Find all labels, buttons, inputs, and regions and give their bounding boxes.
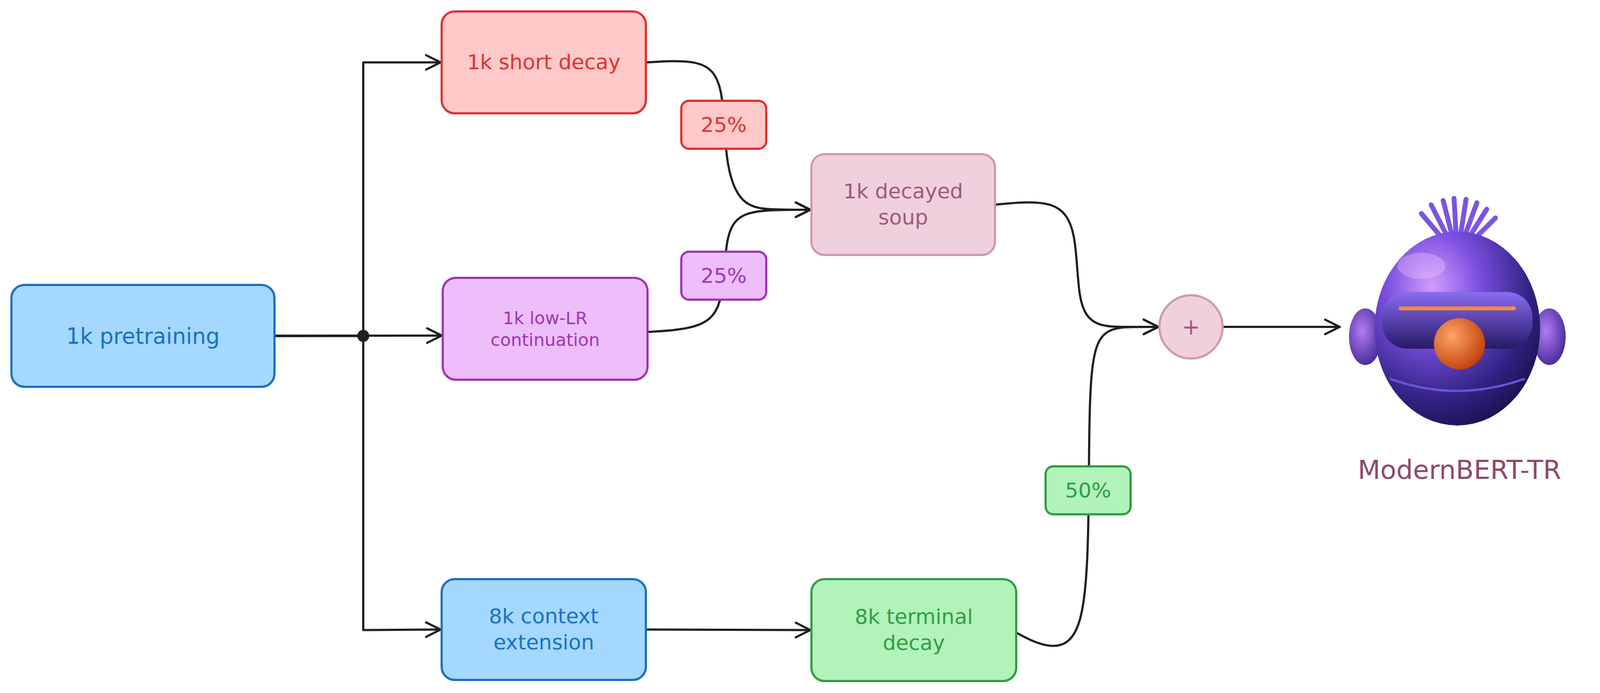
arrow-connector	[275, 336, 441, 631]
arrow-connector	[1223, 325, 1340, 328]
visor-glow	[1400, 306, 1514, 311]
merge-circle: +	[1158, 294, 1224, 360]
node-label: 8k context extension	[451, 603, 637, 656]
node-label: 1k low-LR continuation	[452, 307, 638, 351]
mascot-nose	[1433, 318, 1486, 370]
model-mascot: ModernBERT-TR	[1339, 196, 1580, 491]
mascot-head	[1374, 231, 1541, 426]
arrow-connector	[996, 202, 1159, 327]
arrow-connector	[275, 62, 441, 337]
process-box: 1k low-LR continuation	[441, 276, 649, 381]
weight-label: 25%	[680, 99, 768, 150]
weight-label: 25%	[680, 250, 768, 301]
node-label: 8k terminal decay	[821, 603, 1007, 656]
process-box: 1k short decay	[440, 10, 647, 115]
process-box: 8k context extension	[440, 577, 647, 681]
arrow-connector	[646, 60, 811, 210]
head-highlight	[1397, 252, 1446, 279]
arrow-connector	[646, 629, 811, 631]
process-box: 1k pretraining	[10, 283, 276, 388]
mascot-illustration	[1339, 196, 1580, 491]
arrow-connector	[1017, 326, 1159, 646]
arrow-connector	[648, 209, 811, 332]
mascot-mouth	[1389, 378, 1525, 392]
node-label: +	[1181, 313, 1201, 341]
node-label: 1k pretraining	[66, 322, 221, 350]
node-label: 1k short decay	[466, 49, 621, 76]
weight-label: 50%	[1044, 465, 1132, 516]
process-box: 1k decayed soup	[810, 153, 997, 256]
node-label: ModernBERT-TR	[1357, 453, 1562, 486]
node-label: 1k decayed soup	[821, 178, 986, 231]
process-box: 8k terminal decay	[810, 577, 1018, 682]
